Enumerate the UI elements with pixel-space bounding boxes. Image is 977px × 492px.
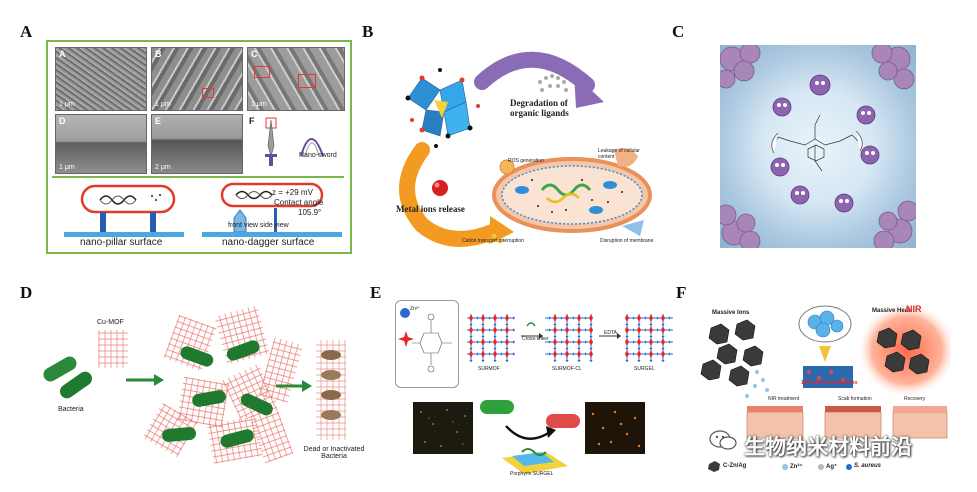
massive-ions-label: Massive Ions — [712, 310, 750, 316]
orange-arrow — [399, 142, 505, 247]
nano-sword-panel: F Nano-sword — [247, 114, 343, 172]
legend-zn: Zn²⁺ — [790, 464, 803, 470]
panel-d-diagram — [43, 305, 346, 465]
contact-angle-value: 105.9° — [298, 208, 322, 217]
degradation-label: Degradation of organic ligands — [510, 98, 569, 118]
nano-sword-label: Nano-sword — [299, 152, 337, 159]
sem-image-a: A 1 μm — [55, 47, 147, 111]
panel-letter-d: D — [20, 283, 33, 302]
highlight-box — [298, 74, 316, 88]
sem-scale: 1 μm — [59, 164, 75, 171]
sem-tag: A — [59, 49, 66, 59]
metal-ion-sphere — [432, 180, 448, 196]
cu-mof-sample — [98, 330, 128, 368]
bactericidal-ratio-label: 100% Bactericidal Ratio — [801, 380, 858, 386]
dead-bacteria-icon — [316, 340, 346, 440]
dead-bacteria-label: Dead or Inactivated Bacteria — [303, 446, 365, 460]
bacteria-icon — [43, 356, 93, 399]
metal-ions-label: Metal ions release — [396, 204, 465, 214]
nano-pillar-label: nano-pillar surface — [80, 237, 163, 248]
nir-therapy-diagram — [700, 302, 957, 472]
purple-arrow — [474, 51, 595, 93]
sem-image-b: B 1 μm — [151, 47, 243, 111]
fluorescence-image-dead — [585, 402, 645, 454]
bacteria-transition — [480, 400, 580, 474]
porphyrin-surgel-label: Porphyrin SURGEL — [510, 471, 554, 477]
sem-tag: C — [251, 49, 258, 59]
view-label: front view side view — [228, 222, 289, 229]
panel-letter-e: E — [370, 283, 382, 302]
cation-label: Cation transport interruption — [462, 238, 524, 244]
scab-formation-label: Scab formation — [838, 396, 872, 402]
surmof-label: SURMOF — [478, 366, 500, 372]
sem-image-e: E 2 μm — [151, 114, 243, 174]
bacteria-label: Bacteria — [58, 406, 84, 413]
sem-scale: 2 μm — [155, 164, 171, 171]
sem-scale: 1 μm — [155, 101, 171, 108]
panel-letter-b: B — [362, 22, 374, 41]
cu-mof-label: Cu-MOF — [97, 319, 124, 326]
massive-heat-label: Massive Heat — [872, 308, 911, 314]
surmof-lattices — [467, 314, 673, 362]
sem-tag: D — [59, 116, 66, 126]
antibacterial-molecule-diagram — [720, 45, 916, 248]
zeta-potential-label: z = +29 mV — [272, 188, 313, 197]
panel-letter-c: C — [672, 22, 685, 41]
sem-tag: F — [249, 116, 255, 126]
panel-a-frame: A 1 μm B 1 μm C 1 μm D 1 μm E 2 μm F Nan… — [46, 40, 352, 254]
contact-angle-label: Contact angle — [274, 198, 324, 207]
highlight-box — [202, 88, 214, 98]
sem-scale: 1 μm — [59, 101, 75, 108]
panel-letter-a: A — [20, 22, 33, 41]
panel-f-illustration — [697, 300, 957, 478]
disruption-label: Disruption of membrane — [600, 238, 654, 244]
legend-s-aureus: S. aureus — [854, 463, 882, 469]
zn-label: Zn²⁺ — [410, 306, 421, 312]
surmof-cl-label: SURMOF-CL — [552, 366, 582, 372]
fluorescence-image-live — [413, 402, 473, 454]
panel-c-illustration — [720, 45, 916, 248]
panel-b-diagram — [399, 51, 652, 247]
legend-box — [395, 300, 459, 388]
porphyrin-structure-icon — [398, 308, 452, 373]
sem-image-c: C 1 μm — [247, 47, 345, 111]
wechat-icon — [708, 428, 738, 452]
panel-letter-f: F — [676, 283, 687, 302]
surface-schematic: z = +29 mV Contact angle 105.9° front vi… — [52, 176, 344, 250]
cross-linker-label: Cross-linker — [522, 336, 549, 342]
bacteria-pillar-diagram — [64, 182, 342, 237]
mof-cluster-icon — [405, 68, 480, 148]
nir-label: NIR — [906, 304, 922, 314]
highlight-box — [254, 66, 270, 78]
legend-czn-ag: C-Zn/Ag — [723, 463, 747, 469]
legend-ag: Ag⁺ — [826, 464, 838, 470]
sem-scale: 1 μm — [251, 101, 267, 108]
recovery-label: Recovery — [904, 396, 926, 402]
watermark-text: 生物纳米材料前沿 — [744, 435, 912, 459]
surgel-label: SURGEL — [634, 366, 655, 372]
sem-tag: E — [155, 116, 162, 126]
sem-tag: B — [155, 49, 162, 59]
nano-sword-icon — [265, 117, 324, 166]
edta-label: EDTA — [604, 330, 617, 336]
sem-image-d: D 1 μm — [55, 114, 147, 174]
nir-treatment-label: NIR treatment — [768, 396, 800, 402]
ros-label: ROS generation — [508, 158, 544, 164]
leakage-label: Leakage of cellular content — [598, 148, 640, 160]
nano-dagger-label: nano-dagger surface — [222, 237, 315, 248]
